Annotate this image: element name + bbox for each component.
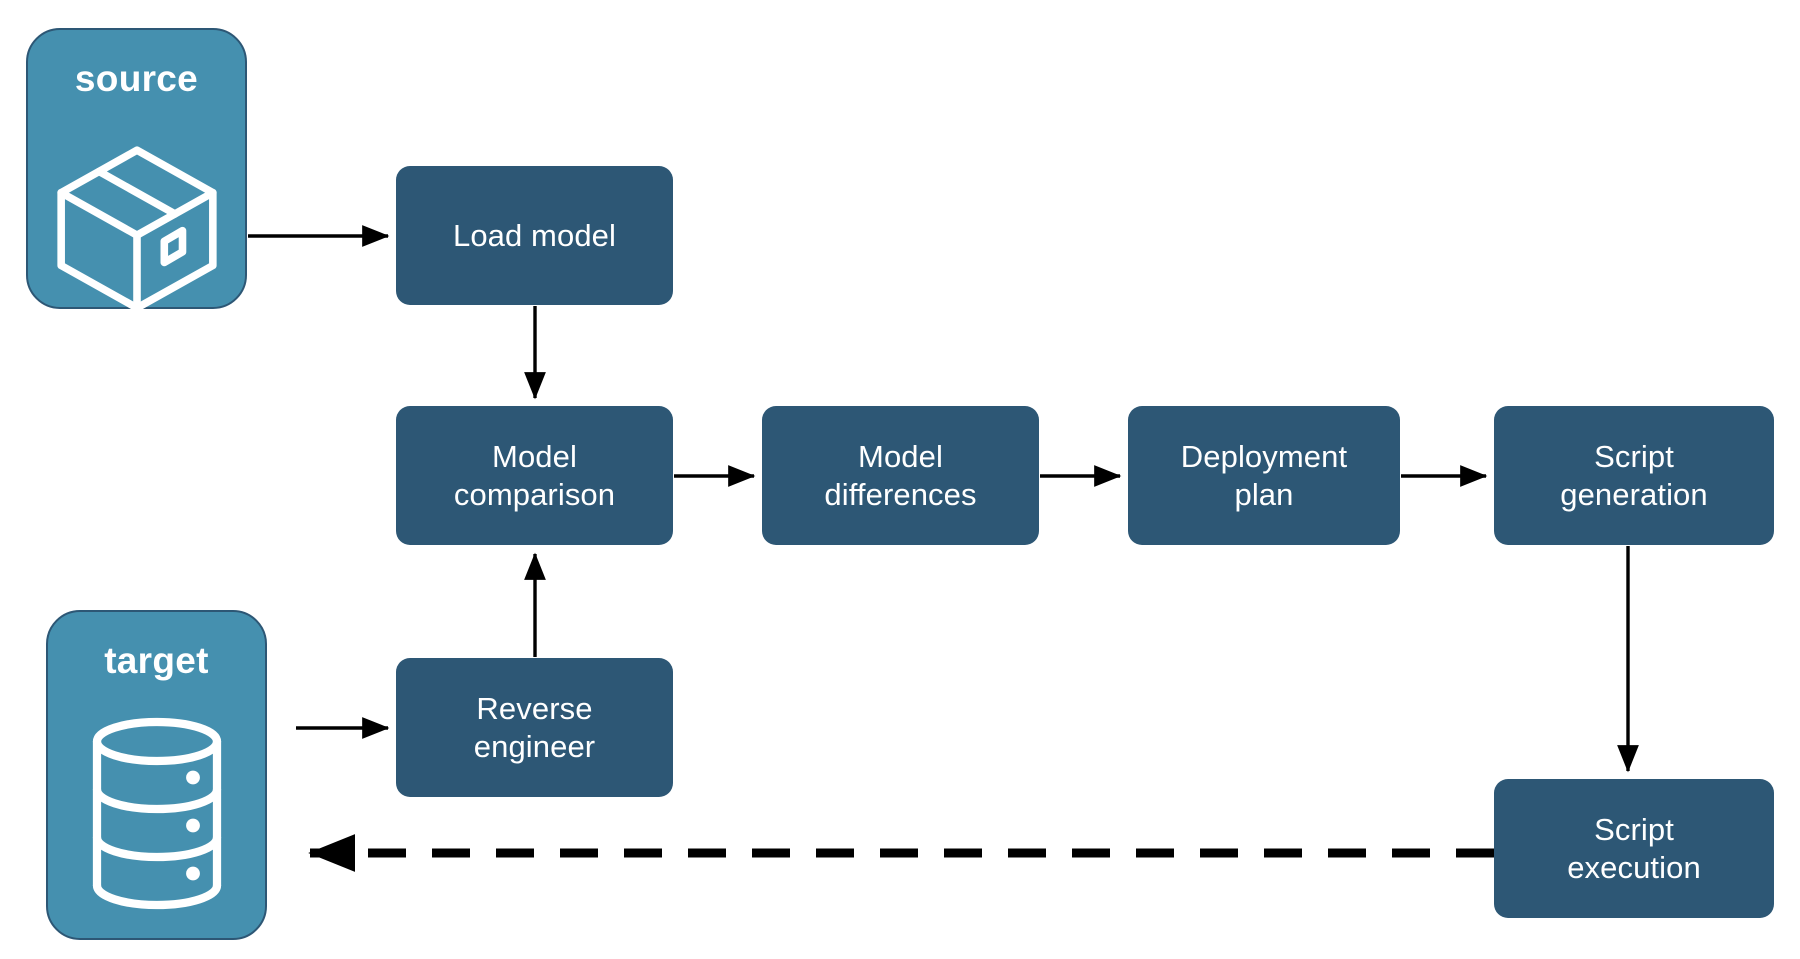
database-cylinder-icon bbox=[82, 697, 232, 918]
process-load-model[interactable]: Load model bbox=[396, 166, 673, 305]
process-script-generation[interactable]: Script generation bbox=[1494, 406, 1774, 545]
process-script-execution[interactable]: Script execution bbox=[1494, 779, 1774, 918]
process-model-comparison[interactable]: Model comparison bbox=[396, 406, 673, 545]
package-box-icon bbox=[46, 109, 228, 316]
endpoint-target[interactable]: target bbox=[46, 610, 267, 940]
endpoint-source-label: source bbox=[74, 58, 199, 99]
endpoint-target-label: target bbox=[104, 640, 209, 681]
endpoint-source[interactable]: source bbox=[26, 28, 247, 312]
process-deployment-plan[interactable]: Deployment plan bbox=[1128, 406, 1400, 545]
process-reverse-engineer[interactable]: Reverse engineer bbox=[396, 658, 673, 797]
process-model-differences[interactable]: Model differences bbox=[762, 406, 1039, 545]
